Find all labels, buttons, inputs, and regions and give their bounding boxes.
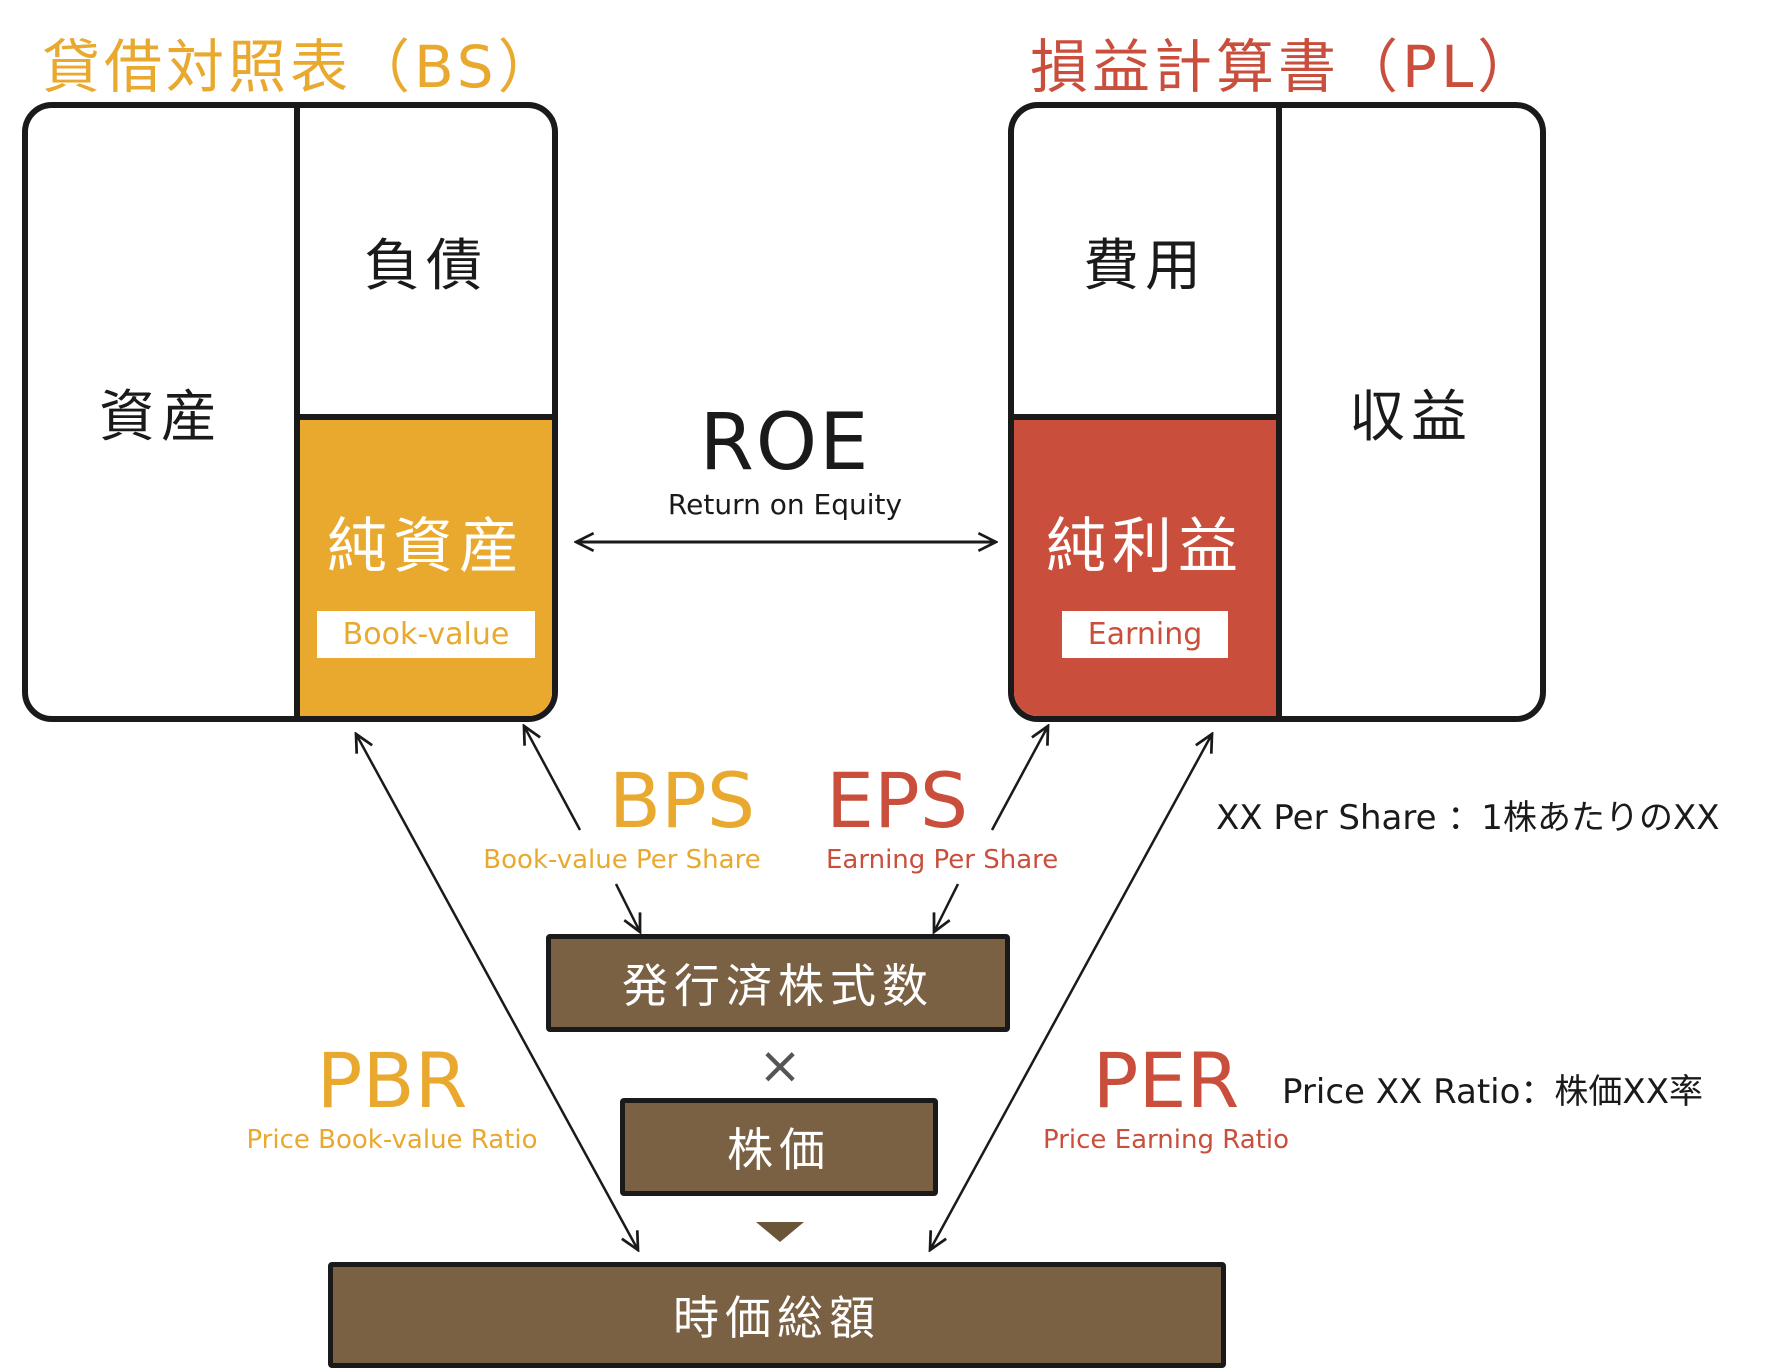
bps-arrow-bottom <box>614 883 640 932</box>
stock-price-box: 株価 <box>620 1098 938 1196</box>
market-cap-label: 時価総額 <box>673 1291 881 1345</box>
net-income-label: 純利益 <box>1046 512 1244 582</box>
eps-label: EPS <box>826 756 969 845</box>
expenses-label: 費用 <box>1083 233 1207 299</box>
multiply-sign: × <box>758 1036 802 1096</box>
expenses-cell: 費用 <box>1014 108 1276 414</box>
assets-cell: 資産 <box>28 108 294 716</box>
pbr-label: PBR <box>316 1036 468 1125</box>
liabilities-cell: 負債 <box>300 108 552 414</box>
roe-label: ROE <box>699 398 871 488</box>
earning-tag: Earning <box>1061 611 1229 658</box>
revenue-cell: 収益 <box>1282 108 1540 716</box>
net-income-cell: 純利益 Earning <box>1014 420 1276 716</box>
roe-sublabel: Return on Equity <box>667 488 903 521</box>
down-triangle-icon <box>756 1222 804 1242</box>
pl-horizontal-divider <box>1014 414 1276 420</box>
book-value-tag: Book-value <box>316 611 536 658</box>
pl-vertical-divider <box>1276 108 1282 716</box>
roe-label-group: ROE Return on Equity <box>640 398 930 521</box>
balance-sheet-box: 資産 負債 純資産 Book-value <box>22 102 558 722</box>
bs-horizontal-divider <box>300 414 552 420</box>
bps-label-group: BPS Book-value Per Share <box>482 756 762 875</box>
per-share-note: XX Per Share ：1株あたりのXX <box>1216 798 1720 838</box>
pbr-arrow <box>356 734 638 1250</box>
eps-label-group: EPS Earning Per Share <box>826 756 1059 875</box>
bs-vertical-divider <box>294 108 300 716</box>
pbr-sublabel: Price Book-value Ratio <box>246 1125 538 1155</box>
income-statement-box: 費用 純利益 Earning 収益 <box>1008 102 1546 722</box>
net-assets-cell: 純資産 Book-value <box>300 420 552 716</box>
eps-sublabel: Earning Per Share <box>826 845 1059 875</box>
net-assets-label: 純資産 <box>327 512 525 582</box>
bps-sublabel: Book-value Per Share <box>483 845 761 875</box>
assets-label: 資産 <box>99 384 223 450</box>
revenue-label: 収益 <box>1349 384 1473 450</box>
stock-price-label: 株価 <box>727 1123 831 1177</box>
pbr-label-group: PBR Price Book-value Ratio <box>232 1036 552 1155</box>
per-label: PER <box>1092 1036 1240 1125</box>
market-cap-box: 時価総額 <box>328 1262 1226 1368</box>
per-arrow <box>930 734 1212 1250</box>
income-statement-title: 損益計算書（PL） <box>1030 33 1540 101</box>
per-sublabel: Price Earning Ratio <box>1043 1125 1289 1155</box>
balance-sheet-title: 貸借対照表（BS） <box>42 33 560 101</box>
shares-outstanding-box: 発行済株式数 <box>546 934 1010 1032</box>
per-label-group: PER Price Earning Ratio <box>1016 1036 1316 1155</box>
shares-outstanding-label: 発行済株式数 <box>622 959 934 1013</box>
price-ratio-note: Price XX Ratio：株価XX率 <box>1282 1072 1704 1112</box>
eps-arrow-bottom <box>934 883 960 932</box>
bps-label: BPS <box>608 756 756 845</box>
liabilities-label: 負債 <box>364 233 488 299</box>
